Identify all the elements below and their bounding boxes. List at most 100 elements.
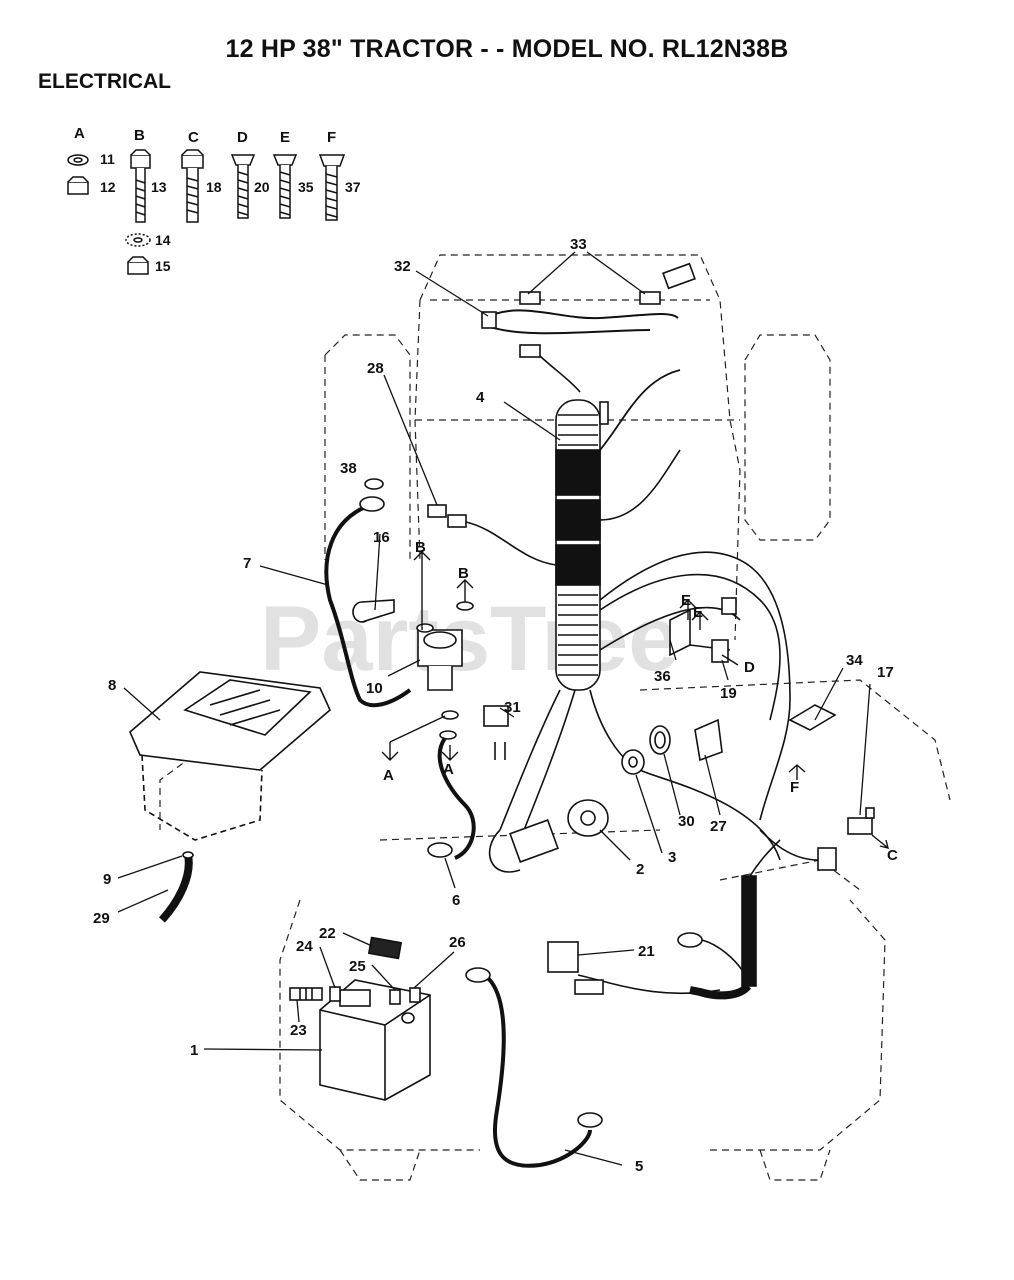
main-harness-4 xyxy=(488,262,791,873)
legend-letter: A xyxy=(74,125,85,142)
switch-21 xyxy=(547,941,721,995)
interlock-17 xyxy=(847,807,875,835)
hardware-ref-letter: F xyxy=(790,779,799,796)
bolt-20-icon xyxy=(230,154,256,219)
headlight-harness-32 xyxy=(481,309,679,358)
ignition-module-27 xyxy=(694,718,723,762)
hardware-ref-letter: D xyxy=(744,659,755,676)
callout-16: 16 xyxy=(373,529,390,546)
legend-letters: A B C D E F xyxy=(74,125,336,146)
connector-28 xyxy=(427,504,557,566)
switch-31 xyxy=(483,705,509,760)
hardware-ref-letter: E xyxy=(693,604,703,621)
bolt-18-icon xyxy=(181,149,204,223)
callout-31: 31 xyxy=(504,699,521,716)
bolt-13-icon xyxy=(130,149,151,223)
legend-part-number: 12 xyxy=(100,179,116,195)
callout-27: 27 xyxy=(710,818,727,835)
callout-19: 19 xyxy=(720,685,737,702)
hardware-ref-letter: E xyxy=(681,592,691,609)
hardware-ref-letters: A A B B C D E E F xyxy=(383,539,898,864)
legend-letter: B xyxy=(134,127,145,144)
callout-17: 17 xyxy=(877,664,894,681)
coiled-cord xyxy=(689,839,781,1000)
bracket-34 xyxy=(788,704,837,731)
callout-33: 33 xyxy=(570,236,587,253)
legend-part-number: 35 xyxy=(298,179,314,195)
headlights-33 xyxy=(519,291,661,305)
legend-numbers: 11 12 13 14 15 18 20 35 37 xyxy=(100,151,361,274)
nut-12-icon xyxy=(67,176,89,195)
hardware-ref-letter: C xyxy=(887,847,898,864)
callout-6: 6 xyxy=(452,892,460,909)
callout-25: 25 xyxy=(349,958,366,975)
bezel-30 xyxy=(649,725,671,755)
legend-part-number: 13 xyxy=(151,179,167,195)
lock-nut-14-icon xyxy=(125,233,151,247)
connector-plug xyxy=(759,829,837,871)
callout-5: 5 xyxy=(635,1158,643,1175)
solenoid-10 xyxy=(417,629,463,691)
legend-letter: E xyxy=(280,129,290,146)
parts-art xyxy=(129,262,875,1168)
callout-32: 32 xyxy=(394,258,411,275)
legend-letter: C xyxy=(188,129,199,146)
tractor-outline xyxy=(159,254,951,1181)
legend-part-number: 15 xyxy=(155,258,171,274)
nut-24 xyxy=(329,986,341,1002)
callout-2: 2 xyxy=(636,861,644,878)
callout-29: 29 xyxy=(93,910,110,927)
boot-16 xyxy=(352,599,395,623)
leader-lines xyxy=(117,251,871,1166)
callout-30: 30 xyxy=(678,813,695,830)
legend-part-number: 20 xyxy=(254,179,270,195)
legend-part-number: 37 xyxy=(345,179,361,195)
terminal-38 xyxy=(359,478,385,512)
hardware-ref-letter: A xyxy=(443,761,454,778)
hardware-legend xyxy=(67,149,346,275)
vent-tube-29 xyxy=(158,851,194,923)
callout-7: 7 xyxy=(243,555,251,572)
callout-22: 22 xyxy=(319,925,336,942)
callout-26: 26 xyxy=(449,934,466,951)
callout-3: 3 xyxy=(668,849,676,866)
cable-7 xyxy=(324,503,412,708)
callout-34: 34 xyxy=(846,652,863,669)
callout-21: 21 xyxy=(638,943,655,960)
callout-24: 24 xyxy=(296,938,313,955)
cable-5 xyxy=(465,967,603,1168)
callout-36: 36 xyxy=(654,668,671,685)
callout-10: 10 xyxy=(366,680,383,697)
terminal-21 xyxy=(677,932,743,971)
legend-part-number: 14 xyxy=(155,232,171,248)
bolt-37-icon xyxy=(318,154,346,221)
nut-3 xyxy=(621,749,645,775)
legend-letter: F xyxy=(327,129,336,146)
callout-9: 9 xyxy=(103,871,111,888)
callout-38: 38 xyxy=(340,460,357,477)
legend-part-number: 18 xyxy=(206,179,222,195)
nut-15-icon xyxy=(127,256,149,275)
screw-23 xyxy=(289,987,323,1001)
callout-28: 28 xyxy=(367,360,384,377)
callout-1: 1 xyxy=(190,1042,198,1059)
section-title: ELECTRICAL xyxy=(38,70,171,93)
page-title: 12 HP 38" TRACTOR - - MODEL NO. RL12N38B xyxy=(225,35,789,63)
hardware-ref-letter: B xyxy=(458,565,469,582)
nut-25 xyxy=(389,989,401,1005)
key-switch-2 xyxy=(567,799,609,837)
switch-19 xyxy=(711,639,729,663)
callout-23: 23 xyxy=(290,1022,307,1039)
legend-letter: D xyxy=(237,129,248,146)
bolt-35-icon xyxy=(272,154,298,219)
hardware-ref-markers xyxy=(381,550,889,849)
battery-tray-8 xyxy=(129,671,331,841)
harness-connectors xyxy=(599,401,737,615)
hardware-a-washers xyxy=(439,710,459,740)
harness-plug xyxy=(509,819,559,863)
cable-6 xyxy=(427,736,476,860)
washer-11-icon xyxy=(67,154,89,166)
part-callouts: 1 2 3 4 5 6 7 8 9 10 16 17 19 21 22 23 2… xyxy=(93,236,894,1175)
nut-26 xyxy=(409,987,421,1003)
